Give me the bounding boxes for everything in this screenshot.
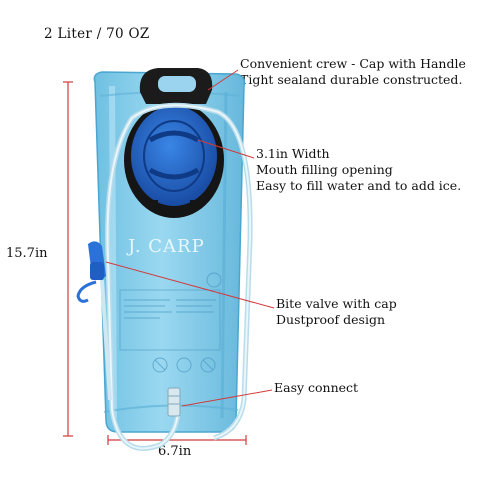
valve-callout-pointer	[105, 261, 275, 309]
capacity-title: 2 Liter / 70 OZ	[44, 26, 150, 42]
opening-callout-pointer	[197, 139, 255, 159]
drinking-tube	[100, 102, 253, 451]
cap-callout-line-2: Tight sealand durable constructed.	[240, 72, 463, 87]
width-dimension-label: 6.7in	[158, 444, 192, 459]
cap	[124, 102, 224, 218]
bag-print-area	[119, 272, 222, 373]
opening-callout-line-2: Mouth filling opening	[256, 162, 393, 177]
bite-valve	[76, 241, 106, 303]
cap-handle	[139, 68, 213, 104]
opening-callout: 3.1in Width Mouth filling opening Easy t…	[256, 146, 461, 194]
valve-callout-line-1: Bite valve with cap	[276, 296, 397, 311]
height-dimension-line	[63, 81, 73, 437]
height-dimension-label: 15.7in	[6, 246, 48, 261]
connect-callout-line-1: Easy connect	[274, 380, 359, 395]
quick-connector	[167, 387, 181, 417]
width-dimension-line	[107, 435, 247, 445]
cap-callout-pointer	[207, 69, 239, 91]
cap-callout-line-1: Convenient crew - Cap with Handle	[240, 56, 466, 71]
cap-callout: Convenient crew - Cap with Handle Tight …	[240, 56, 466, 88]
valve-callout-line-2: Dustproof design	[276, 312, 386, 327]
brand-text: J. CARP	[126, 236, 205, 257]
opening-callout-line-3: Easy to fill water and to add ice.	[256, 178, 462, 193]
connect-callout: Easy connect	[274, 380, 358, 396]
valve-callout: Bite valve with cap Dustproof design	[276, 296, 397, 328]
opening-callout-line-1: 3.1in Width	[256, 146, 330, 161]
connect-callout-pointer	[181, 389, 273, 407]
